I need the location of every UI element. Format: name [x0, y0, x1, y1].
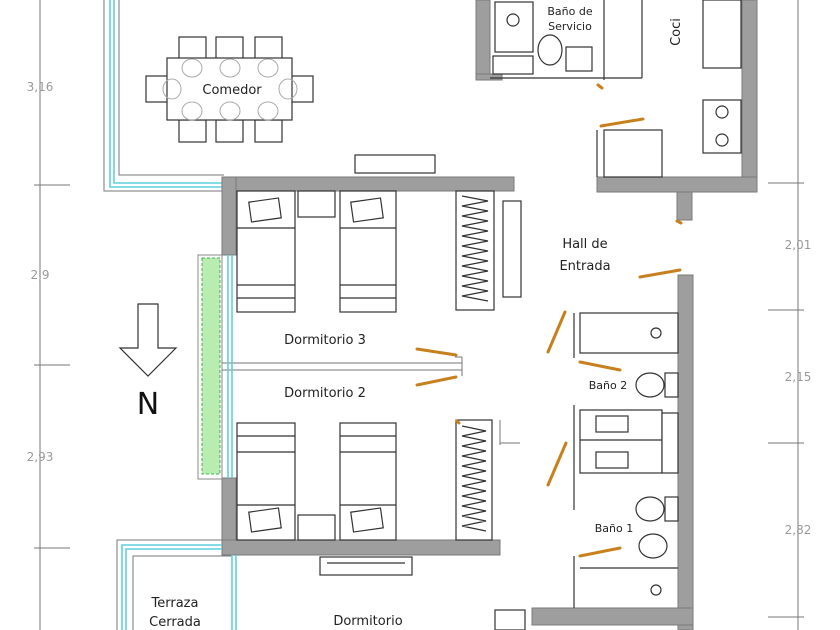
planter — [197, 254, 233, 480]
room-label-hall: Hall de — [562, 237, 607, 252]
room-label-bano-servicio-2: Servicio — [548, 20, 592, 33]
dimension-label: 2,15 — [785, 370, 812, 384]
bedroom-2-furniture: Dormitorio 2 — [236, 386, 397, 541]
room-label-bano-1: Baño 1 — [595, 522, 633, 535]
right-dimension-line: 2,01 2,15 2,82 — [768, 0, 811, 630]
north-arrow-icon: N — [118, 303, 178, 422]
terrace: Terraza Cerrada — [116, 539, 237, 630]
dining-table: Comedor — [145, 36, 314, 143]
dimension-label: 2,9 — [30, 268, 49, 282]
dining-glazing — [103, 0, 224, 192]
room-label-dormitorio-3: Dormitorio 3 — [284, 333, 366, 348]
kitchen: Coci — [596, 0, 758, 225]
room-label-comedor: Comedor — [202, 83, 262, 98]
room-label-terraza-2: Cerrada — [149, 615, 201, 630]
dimension-label: 2,82 — [785, 523, 812, 537]
dimension-label: 3,16 — [27, 80, 54, 94]
dimension-label: 2,93 — [27, 450, 54, 464]
room-label-cocina: Coci — [669, 18, 684, 46]
bedroom-doors — [415, 347, 520, 445]
wardrobes — [455, 190, 526, 630]
compass-label: N — [137, 387, 159, 422]
room-label-dormitorio-2: Dormitorio 2 — [284, 386, 366, 401]
room-label-hall-2: Entrada — [559, 259, 610, 274]
room-label-bano-2: Baño 2 — [589, 379, 627, 392]
room-label-dormitorio: Dormitorio — [333, 614, 402, 629]
bedroom-walls — [221, 154, 515, 576]
room-label-bano-servicio: Baño de — [547, 5, 592, 18]
room-label-terraza: Terraza — [151, 596, 199, 611]
bathrooms: Baño 2 Baño 1 — [531, 268, 694, 630]
dimension-label: 2,01 — [785, 238, 812, 252]
bedroom-3-furniture: Dormitorio 3 — [236, 190, 397, 348]
left-dimension-line: 3,16 2,9 2,93 — [27, 0, 70, 630]
service-bathroom: Baño de Servicio — [475, 0, 605, 90]
